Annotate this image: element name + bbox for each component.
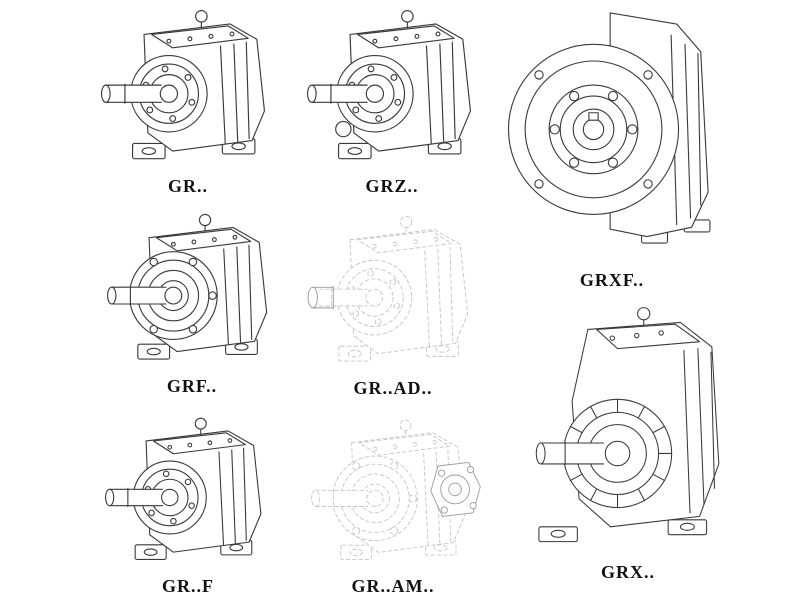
figure-grz: GRZ.. bbox=[296, 2, 488, 197]
gearbox-illustration-grxf bbox=[493, 0, 731, 268]
gearbox-illustration-grz bbox=[296, 2, 492, 174]
gearbox-illustration-gr-f bbox=[90, 410, 286, 574]
figure-label-gr-f: GR..F bbox=[162, 576, 214, 596]
figure-label-grx: GRX.. bbox=[601, 562, 655, 582]
figure-gr-f: GR..F bbox=[88, 410, 288, 597]
gearbox-illustration-grf bbox=[94, 206, 290, 374]
gearbox-illustration-gr-am bbox=[293, 412, 481, 574]
output-flange-overlay bbox=[430, 461, 481, 517]
figure-label-gr-ad: GR..AD.. bbox=[353, 378, 433, 398]
gearbox-illustration-gr bbox=[90, 2, 286, 174]
figure-label-grz: GRZ.. bbox=[365, 176, 419, 196]
input-adapter-overlay bbox=[307, 285, 334, 310]
figure-label-gr-am: GR..AM.. bbox=[351, 576, 435, 596]
figure-grf: GRF.. bbox=[92, 206, 292, 397]
figure-grx: GRX.. bbox=[490, 298, 766, 583]
figure-grxf: GRXF.. bbox=[492, 0, 732, 291]
figure-gr-am: GR..AM.. bbox=[288, 412, 498, 597]
figure-label-grxf: GRXF.. bbox=[579, 270, 645, 290]
figure-label-gr: GR.. bbox=[168, 176, 208, 196]
figure-gr: GR.. bbox=[88, 2, 288, 197]
figure-gr-ad: GR..AD.. bbox=[292, 208, 494, 399]
gearbox-illustration-grx bbox=[494, 298, 762, 560]
gearbox-illustration-gr-ad bbox=[307, 208, 491, 376]
figure-label-grf: GRF.. bbox=[166, 376, 218, 396]
